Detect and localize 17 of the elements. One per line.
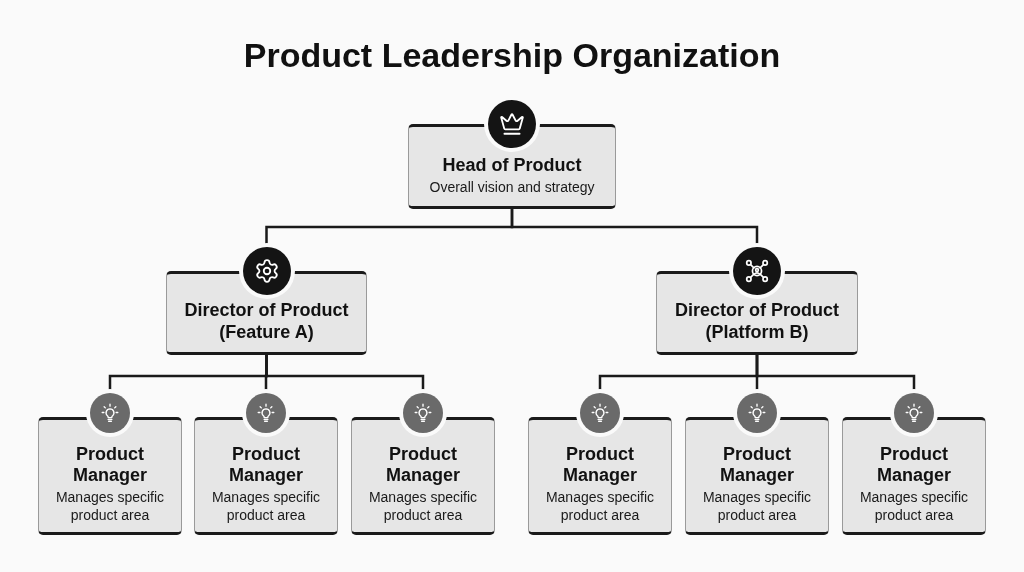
role-description: Manages specific product area [367,488,479,524]
role-title: Product Manager [72,444,148,486]
role-description: Overall vision and strategy [428,177,596,196]
role-title: Director of Product (Platform B) [674,299,840,343]
role-title: Product Manager [385,444,461,486]
role-title: Director of Product (Feature A) [183,299,350,343]
role-description: Manages specific product area [210,488,322,524]
role-title: Product Manager [562,444,638,486]
role-title: Head of Product [441,153,583,176]
diagram-title: Product Leadership Organization [243,35,781,76]
role-title: Product Manager [719,444,795,486]
role-description: Manages specific product area [701,488,813,524]
role-description: Manages specific product area [858,488,970,524]
role-description: Manages specific product area [54,488,166,524]
role-title: Product Manager [228,444,304,486]
role-description: Manages specific product area [544,488,656,524]
role-title: Product Manager [876,444,952,486]
